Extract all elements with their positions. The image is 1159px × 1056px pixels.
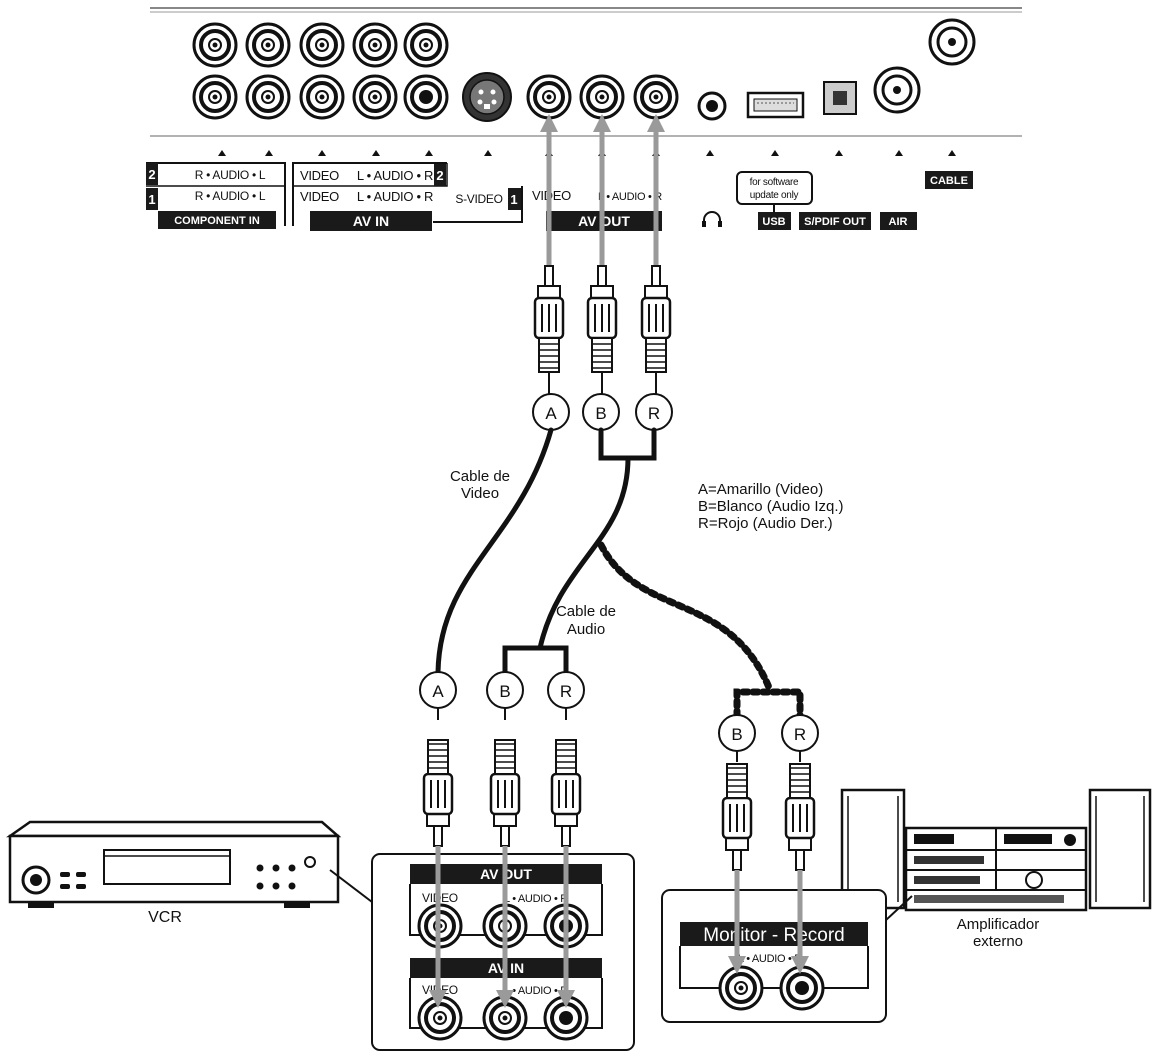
av-out-video-label: VIDEO xyxy=(532,188,571,203)
av-out-jacks xyxy=(526,74,679,120)
monitor-audio-label: L • AUDIO • R xyxy=(738,953,802,965)
top-plug-b-label: B xyxy=(595,404,606,423)
av-in-audio-bottom: L • AUDIO • R xyxy=(357,189,433,204)
usb-note-line-1: for software xyxy=(750,177,799,188)
color-legend: A=Amarillo (Video) B=Blanco (Audio Izq.)… xyxy=(698,481,844,532)
usb-block: for software update only USB S/PDIF OUT … xyxy=(736,171,973,230)
component-row-2-label: R • AUDIO • L xyxy=(195,168,266,182)
headphone-jack xyxy=(697,91,727,121)
tv-back-panel: 2 R • AUDIO • L 1 R • AUDIO • L COMPONEN… xyxy=(146,7,1022,290)
vcr-av-out-audio: L • AUDIO • R xyxy=(504,893,568,905)
vcr-label: VCR xyxy=(148,909,182,926)
monitor-plug-b-label: B xyxy=(731,725,742,744)
component-in-block: 2 R • AUDIO • L 1 R • AUDIO • L COMPONEN… xyxy=(146,162,286,229)
vcr-device: VCR xyxy=(6,820,342,926)
vcr-plug-b-label: B xyxy=(499,682,510,701)
spdif-label: S/PDIF OUT xyxy=(804,216,866,228)
usb-label: USB xyxy=(762,216,785,228)
amplifier-callout-line xyxy=(885,895,913,921)
vcr-av-in-audio: L • AUDIO • R xyxy=(504,985,568,997)
air-label: AIR xyxy=(889,216,908,228)
av-in-index-2: 2 xyxy=(436,168,443,183)
cable-jack xyxy=(928,18,976,66)
video-cable-label-line-2: Video xyxy=(461,485,499,502)
amplifier-arrows xyxy=(728,870,809,974)
amplifier-device: Amplificador externo xyxy=(840,788,1152,950)
s-video-label: S-VIDEO xyxy=(455,192,502,206)
vcr-plugs: A B R xyxy=(419,671,585,848)
component-row-2-index: 2 xyxy=(148,167,155,182)
component-row-1-index: 1 xyxy=(148,192,155,207)
panel-pointers xyxy=(218,150,956,156)
top-plug-r-label: R xyxy=(648,404,660,423)
audio-cable-label-line-2: Audio xyxy=(567,621,605,638)
spdif-port xyxy=(823,81,857,115)
legend-b: B=Blanco (Audio Izq.) xyxy=(698,498,844,515)
air-jack xyxy=(873,66,921,114)
vcr-av-in-arrows xyxy=(429,846,575,1008)
legend-a: A=Amarillo (Video) xyxy=(698,481,823,498)
av-out-audio-label: L • AUDIO • R xyxy=(598,191,662,203)
vcr-callout-line xyxy=(329,869,373,903)
av-in-label: AV IN xyxy=(353,213,389,229)
component-row-1-label: R • AUDIO • L xyxy=(195,189,266,203)
av-in-video-bottom: VIDEO xyxy=(300,189,339,204)
amplifier-label-line-1: Amplificador xyxy=(957,916,1040,933)
amplifier-label-line-2: externo xyxy=(973,933,1023,950)
monitor-plug-r-label: R xyxy=(794,725,806,744)
av-out-block: VIDEO L • AUDIO • R AV OUT xyxy=(532,188,663,231)
component-jacks-row-bottom xyxy=(192,74,449,120)
top-plug-a-label: A xyxy=(545,404,557,423)
monitor-record-label: Monitor - Record xyxy=(703,925,845,946)
component-jacks-row-top xyxy=(192,22,449,68)
s-video-jack xyxy=(462,72,512,122)
top-plugs: A B R xyxy=(532,264,673,431)
av-out-arrows xyxy=(540,114,665,290)
video-cable-label-line-1: Cable de xyxy=(450,468,510,485)
component-in-label: COMPONENT IN xyxy=(174,215,260,227)
av-in-index-1: 1 xyxy=(510,192,517,207)
av-in-video-top: VIDEO xyxy=(300,168,339,183)
vcr-plug-a-label: A xyxy=(432,682,444,701)
monitor-plugs: B R xyxy=(718,714,819,872)
usb-port xyxy=(746,91,805,119)
legend-r: R=Rojo (Audio Der.) xyxy=(698,515,833,532)
av-in-audio-top: L • AUDIO • R xyxy=(357,168,433,183)
audio-cable-label-line-1: Cable de xyxy=(556,603,616,620)
cable-label: CABLE xyxy=(930,175,968,187)
headphone-icon xyxy=(702,211,722,227)
usb-note-line-2: update only xyxy=(750,190,799,201)
cables xyxy=(435,427,804,720)
av-in-block: VIDEO L • AUDIO • R 2 VIDEO L • AUDIO • … xyxy=(292,162,523,231)
amplifier-rear-panel: Monitor - Record L • AUDIO • R xyxy=(661,889,887,1023)
vcr-plug-r-label: R xyxy=(560,682,572,701)
